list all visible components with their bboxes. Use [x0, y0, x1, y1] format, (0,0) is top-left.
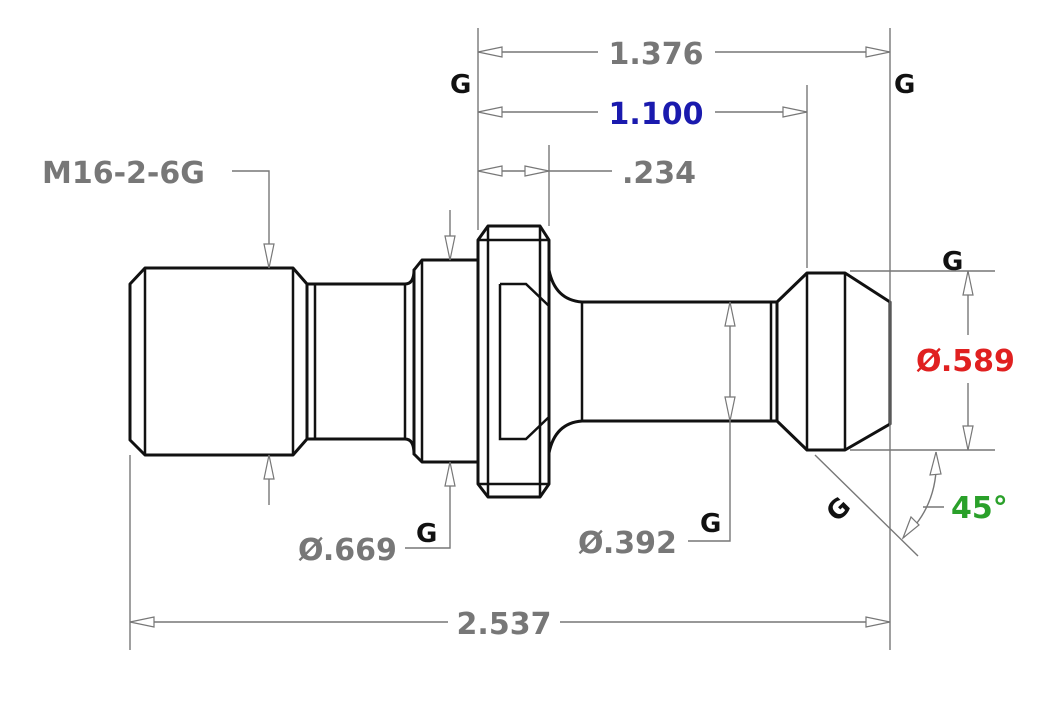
g-mark-chamfer: G: [821, 492, 857, 528]
arrow-234-left: [477, 165, 503, 177]
g-mark-top-right: G: [894, 70, 915, 100]
shoulder-section: [412, 258, 480, 464]
dimension-labels: 1.376 1.100 .234 M16-2-6G Ø.669 Ø.392 Ø.…: [42, 37, 1015, 642]
arrow-head-top: [962, 270, 974, 296]
g-mark-top-left: G: [450, 70, 471, 100]
angle-label: 45°: [951, 491, 1008, 526]
g-mark-shoulder: G: [416, 519, 437, 549]
arrow-neck-top: [724, 301, 736, 327]
shoulder-dia-label: Ø.669: [298, 533, 397, 568]
arrow-2537-right: [865, 616, 891, 628]
arrow-2537-left: [129, 616, 155, 628]
arrow-shoulder-bottom: [444, 461, 456, 487]
head-dia-label: Ø.589: [916, 344, 1015, 379]
arrow-1100-right: [782, 106, 808, 118]
shoulder-leader-bottom: [405, 462, 451, 549]
g-marks: G G G G G G: [416, 70, 963, 549]
dim-2537-label: 2.537: [457, 607, 552, 642]
dim-234-label: .234: [622, 156, 696, 191]
arrow-angle-top: [929, 451, 942, 476]
arrow-angle-bottom: [901, 515, 920, 540]
dim-1100-label: 1.100: [609, 97, 704, 132]
thread-section: [128, 266, 309, 457]
arrow-234-right: [524, 165, 550, 177]
arrowheads: [129, 46, 974, 628]
arrow-neck-bottom: [724, 396, 736, 422]
dimension-lines: [129, 28, 995, 650]
undercut-section: [305, 268, 416, 456]
thread-callout-label: M16-2-6G: [42, 156, 205, 191]
chamfer-ext-line: [814, 454, 919, 557]
arrow-head-bottom: [962, 425, 974, 451]
neck-leader: [688, 302, 731, 542]
arrow-shoulder-top: [444, 235, 456, 261]
arrow-thread-top: [263, 243, 275, 269]
head-section: [775, 271, 892, 452]
arrow-thread-bottom: [263, 454, 275, 480]
g-mark-neck: G: [700, 509, 721, 539]
thread-leader: [232, 170, 270, 268]
arrow-1376-right: [865, 46, 891, 58]
arrow-1100-left: [477, 106, 503, 118]
pull-stud-outline: [128, 224, 892, 499]
dim-1376-label: 1.376: [609, 37, 704, 72]
flange-pocket: [498, 282, 550, 441]
arrow-1376-left: [477, 46, 503, 58]
neck-dia-label: Ø.392: [578, 526, 677, 561]
g-mark-head: G: [942, 247, 963, 277]
